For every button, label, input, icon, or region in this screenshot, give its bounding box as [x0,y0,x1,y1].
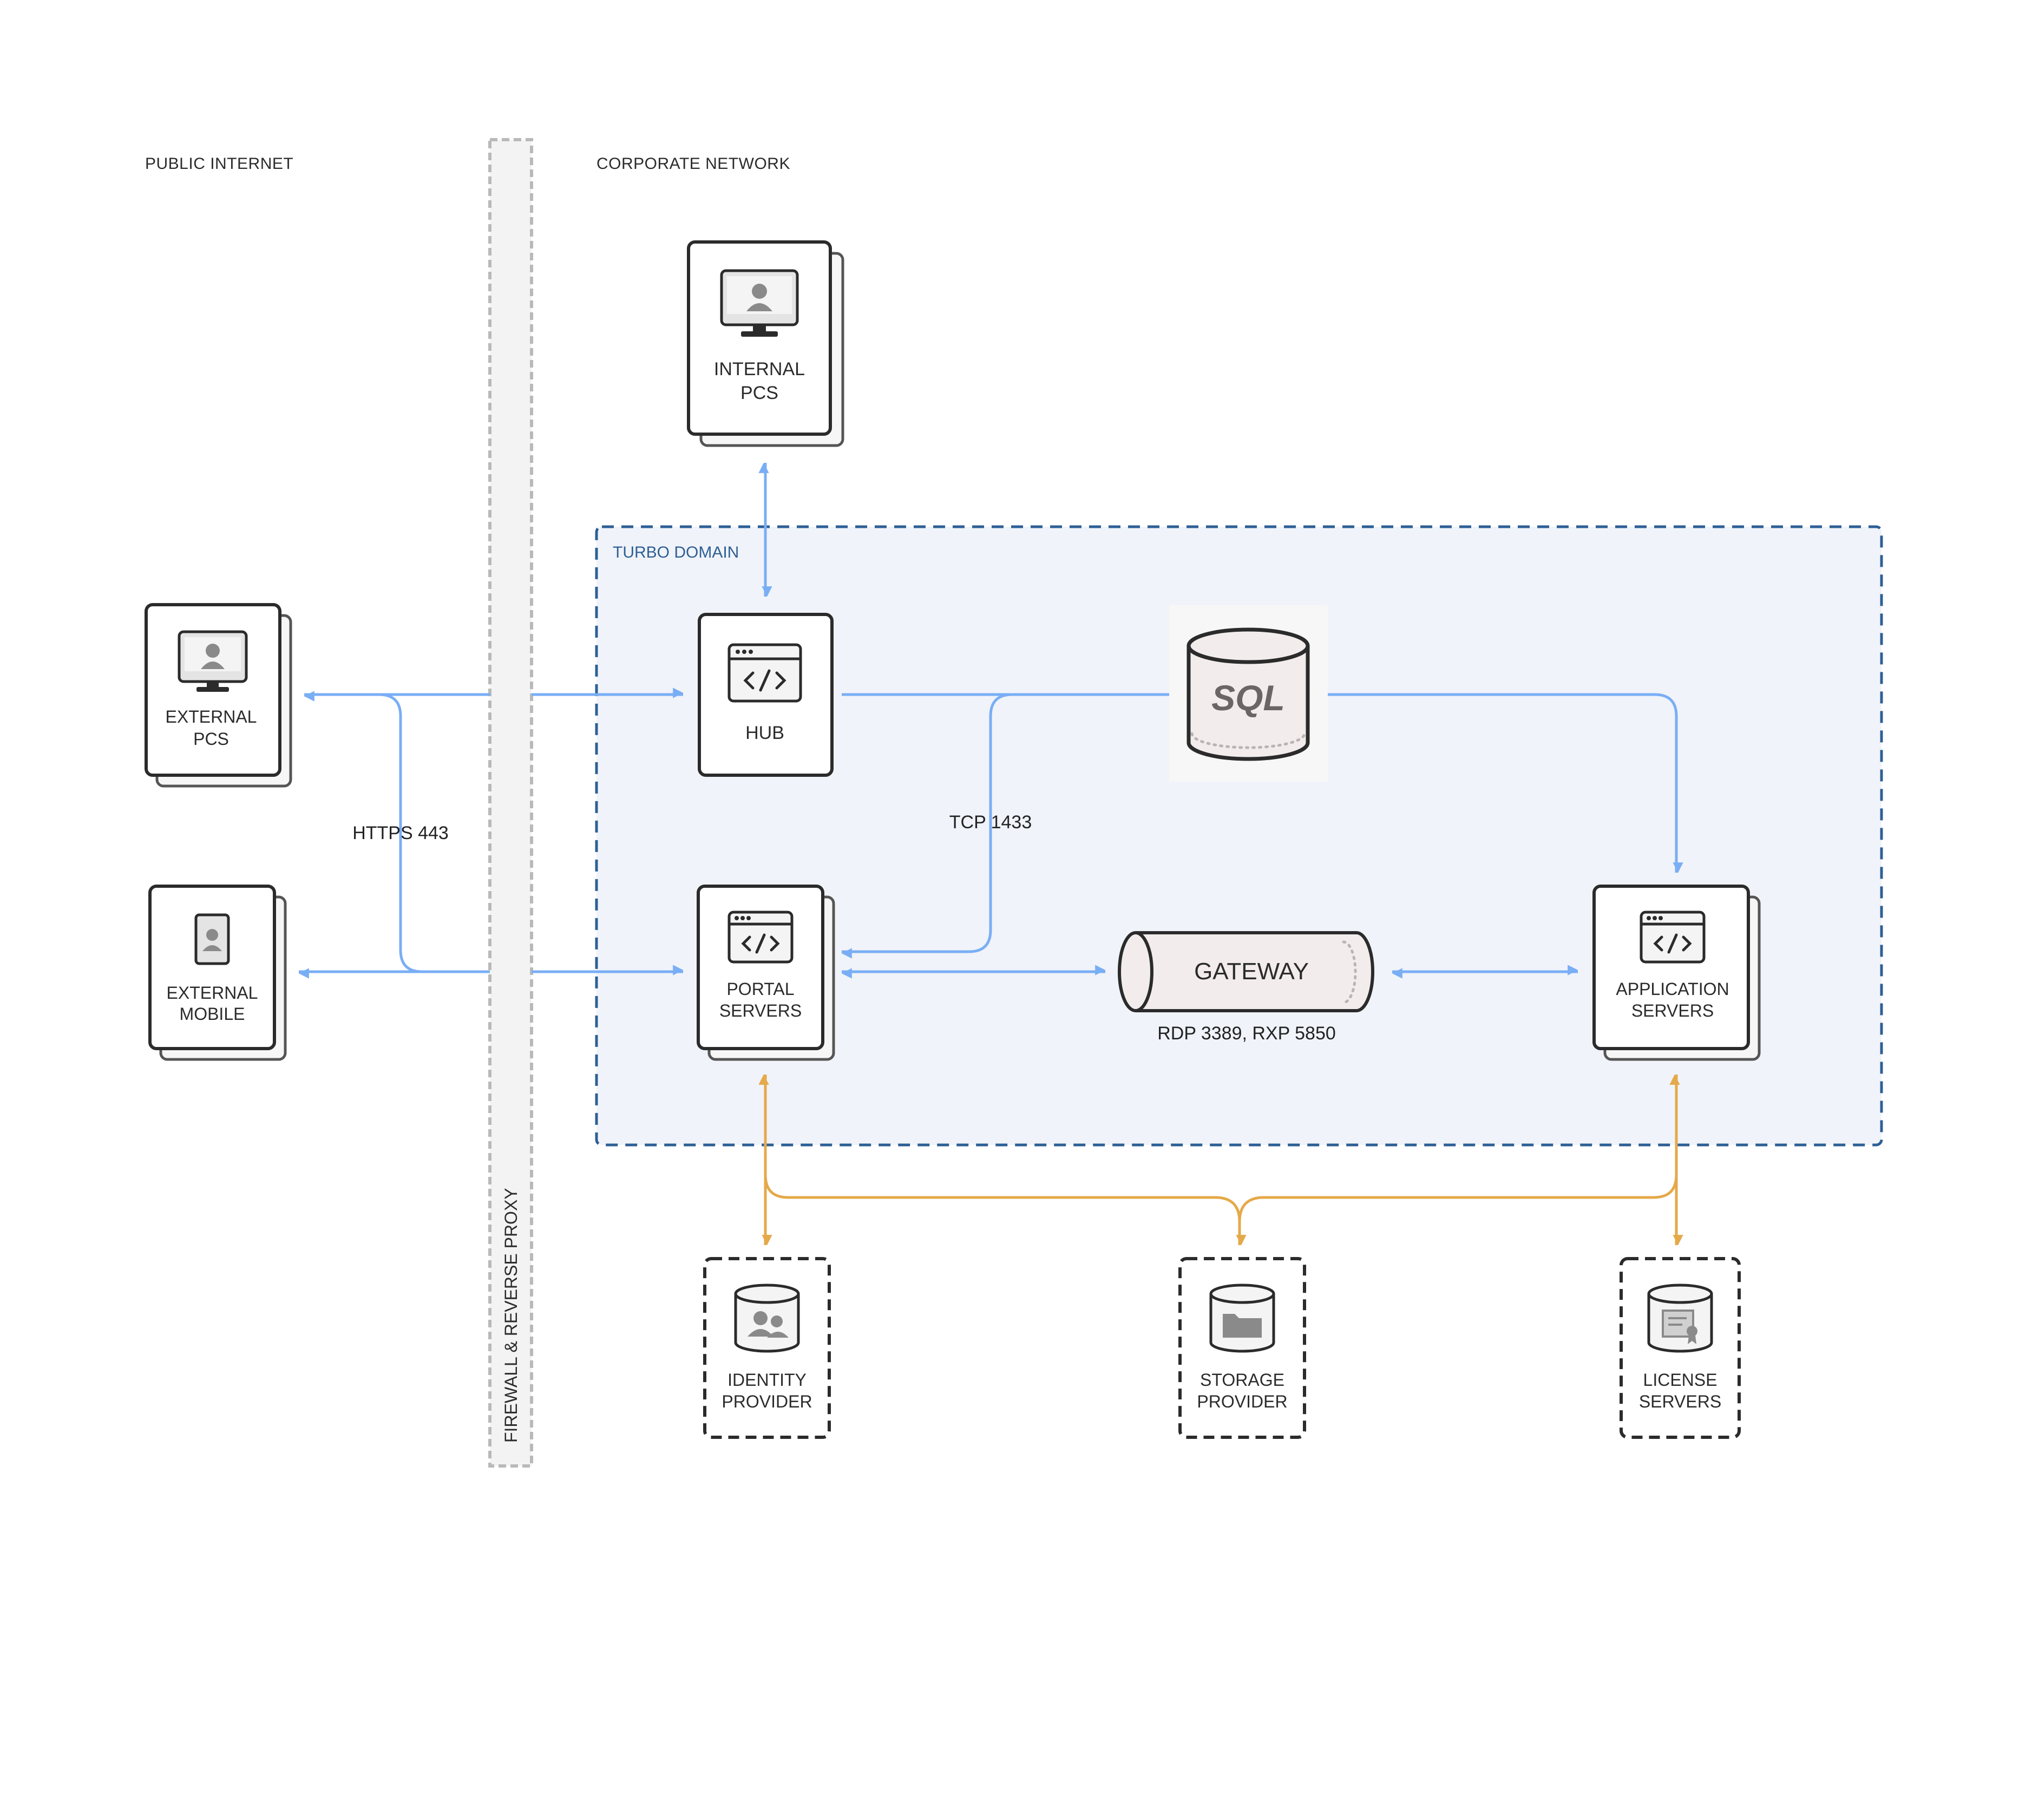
monitor-user-icon [720,269,799,337]
external-mobile-label-2: MOBILE [180,1004,245,1024]
hub-node[interactable]: HUB [698,613,834,777]
license-servers-label-2: SERVERS [1639,1392,1721,1411]
portal-servers-label-1: PORTAL [726,979,794,999]
mobile-user-icon [194,913,230,965]
public-internet-label: PUBLIC INTERNET [145,155,293,173]
corporate-network-label: CORPORATE NETWORK [596,155,790,173]
internal-pcs-label-1: INTERNAL [714,359,805,379]
https-443-label: HTTPS 443 [352,823,449,843]
application-servers-node[interactable]: APPLICATION SERVERS [1592,885,1761,1061]
application-servers-label-1: APPLICATION [1616,979,1729,999]
edge-tcp-portal-sql [841,693,1013,959]
internal-pcs-node[interactable]: INTERNAL PCS [687,240,844,447]
firewall-reverse-proxy: FIREWALL & REVERSE PROXY [488,138,533,1468]
database-certificate-icon [1647,1284,1713,1353]
external-pcs-label-1: EXTERNAL [166,707,257,726]
edge-bus-storage-right [1238,1174,1678,1222]
external-pcs-node[interactable]: EXTERNAL PCS [145,603,292,788]
tcp-1433-label: TCP 1433 [949,812,1032,833]
database-users-icon [734,1284,800,1353]
database-folder-icon [1209,1284,1275,1353]
identity-provider-label-1: IDENTITY [727,1370,807,1390]
internal-pcs-label-2: PCS [740,383,778,403]
application-servers-label-2: SERVERS [1631,1001,1714,1020]
portal-servers-node[interactable]: PORTAL SERVERS [697,885,835,1061]
code-window-icon [1640,911,1706,964]
identity-provider-label-2: PROVIDER [722,1392,812,1411]
turbo-domain: TURBO DOMAIN [595,525,1883,1147]
license-servers-node[interactable]: LICENSE SERVERS [1620,1257,1741,1439]
code-window-icon [727,911,794,964]
code-window-icon [727,643,802,703]
edge-sql-appservers [1316,691,1683,873]
license-servers-label-1: LICENSE [1643,1370,1718,1390]
sql-label: SQL [1211,678,1285,718]
external-mobile-node[interactable]: EXTERNAL MOBILE [148,885,287,1061]
edge-bus-storage [764,1174,1247,1246]
hub-label: HUB [745,723,784,743]
gateway-label: GATEWAY [1194,958,1309,985]
storage-provider-label-1: STORAGE [1200,1370,1284,1390]
identity-provider-node[interactable]: IDENTITY PROVIDER [703,1257,831,1439]
turbo-domain-label: TURBO DOMAIN [613,544,739,561]
storage-provider-label-2: PROVIDER [1197,1392,1287,1411]
portal-servers-label-2: SERVERS [719,1001,802,1020]
rdp-rxp-label: RDP 3389, RXP 5850 [1157,1023,1336,1044]
storage-provider-node[interactable]: STORAGE PROVIDER [1178,1257,1306,1439]
monitor-user-icon [178,630,248,692]
firewall-label: FIREWALL & REVERSE PROXY [501,1188,521,1443]
external-mobile-label-1: EXTERNAL [167,983,258,1003]
sql-node[interactable]: SQL [1169,605,1328,782]
gateway-node[interactable]: GATEWAY [1118,931,1374,1012]
external-pcs-label-2: PCS [193,729,229,749]
edge-https-loop [378,693,490,973]
